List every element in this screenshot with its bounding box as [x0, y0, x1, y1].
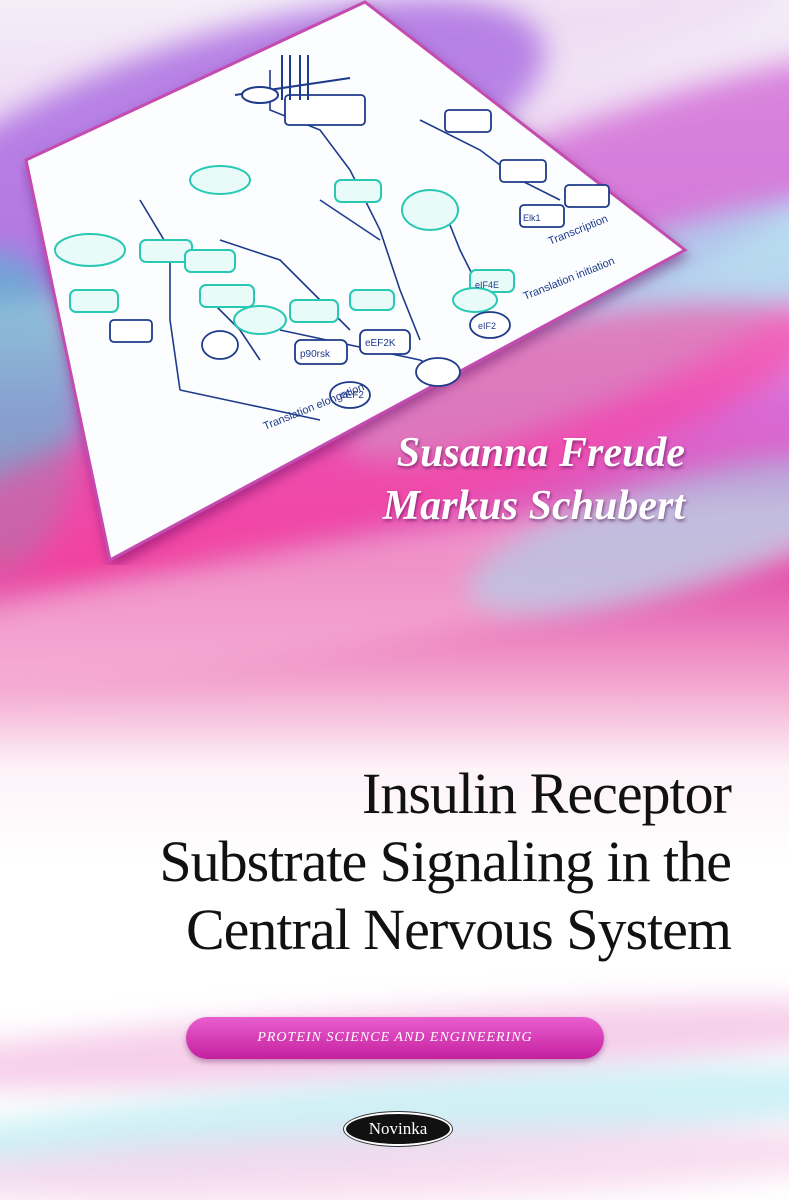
signaling-diagram: Transcription Translation initiation Tra…	[20, 0, 700, 565]
book-title: Insulin Receptor Substrate Signaling in …	[159, 760, 732, 964]
author-name: Markus Schubert	[382, 483, 685, 529]
publisher-logo: Novinka	[344, 1112, 452, 1146]
diagram-label-eif2: eIF2	[478, 321, 496, 331]
diagram-label-elk1: Elk1	[523, 213, 541, 223]
diagram-label-p90rsk: p90rsk	[300, 349, 331, 360]
diagram-receptor	[234, 55, 351, 104]
diagram-nodes-blue	[109, 94, 610, 409]
diagram-label-eif4e: eIF4E	[475, 280, 499, 290]
book-title-line: Insulin Receptor	[362, 761, 732, 826]
diagram-card-paper	[24, 0, 688, 563]
author-name: Susanna Freude	[396, 430, 685, 476]
signaling-diagram-svg: Transcription Translation initiation Tra…	[24, 0, 688, 563]
book-title-line: Substrate Signaling in the	[159, 829, 732, 894]
book-title-line: Central Nervous System	[185, 897, 732, 962]
diagram-label-eef2k: eEF2K	[365, 338, 396, 349]
series-banner: PROTEIN SCIENCE AND ENGINEERING	[186, 1017, 604, 1059]
diagram-label-eef2: eEF2	[340, 390, 364, 401]
diagram-nodes-teal	[54, 165, 515, 335]
